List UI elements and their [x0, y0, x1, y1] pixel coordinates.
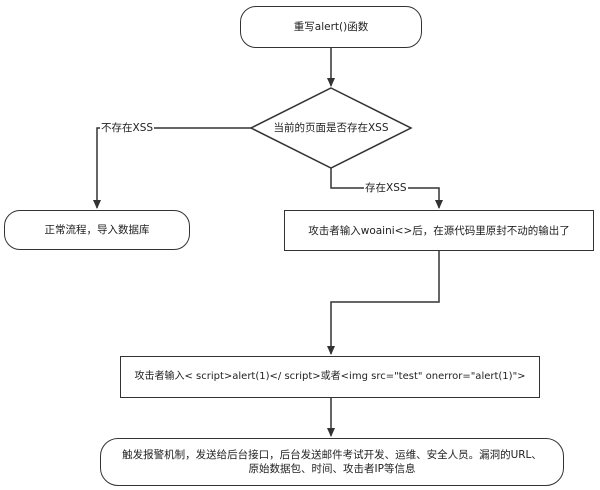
start-node-label: 重写alert()函数 — [293, 21, 369, 33]
attacker-payload-label: 攻击者输入< script>alert(1)</ script>或者<img s… — [134, 371, 526, 382]
attacker-input-node: 攻击者输入woaini<>后，在源代码里原封不动的输出了 — [284, 210, 594, 251]
alarm-node-label: 触发报警机制，发送给后台接口，后台发送邮件考试开发、运维、安全人员。漏洞的URL… — [122, 449, 542, 475]
decision-node-label: 当前的页面是否存在XSS — [273, 122, 389, 134]
normal-flow-node: 正常流程，导入数据库 — [4, 210, 190, 250]
alarm-node: 触发报警机制，发送给后台接口，后台发送邮件考试开发、运维、安全人员。漏洞的URL… — [100, 438, 564, 486]
edge-attack1-to-attack2 — [327, 251, 440, 355]
edge-yes-label: 存在XSS — [364, 182, 408, 194]
edge-no-label: 不存在XSS — [100, 122, 155, 134]
start-node: 重写alert()函数 — [240, 6, 422, 48]
normal-flow-label: 正常流程，导入数据库 — [44, 224, 150, 236]
attacker-input-label: 攻击者输入woaini<>后，在源代码里原封不动的输出了 — [308, 224, 570, 237]
edge-decision-to-normal — [93, 127, 251, 209]
attacker-payload-node: 攻击者输入< script>alert(1)</ script>或者<img s… — [120, 356, 540, 398]
